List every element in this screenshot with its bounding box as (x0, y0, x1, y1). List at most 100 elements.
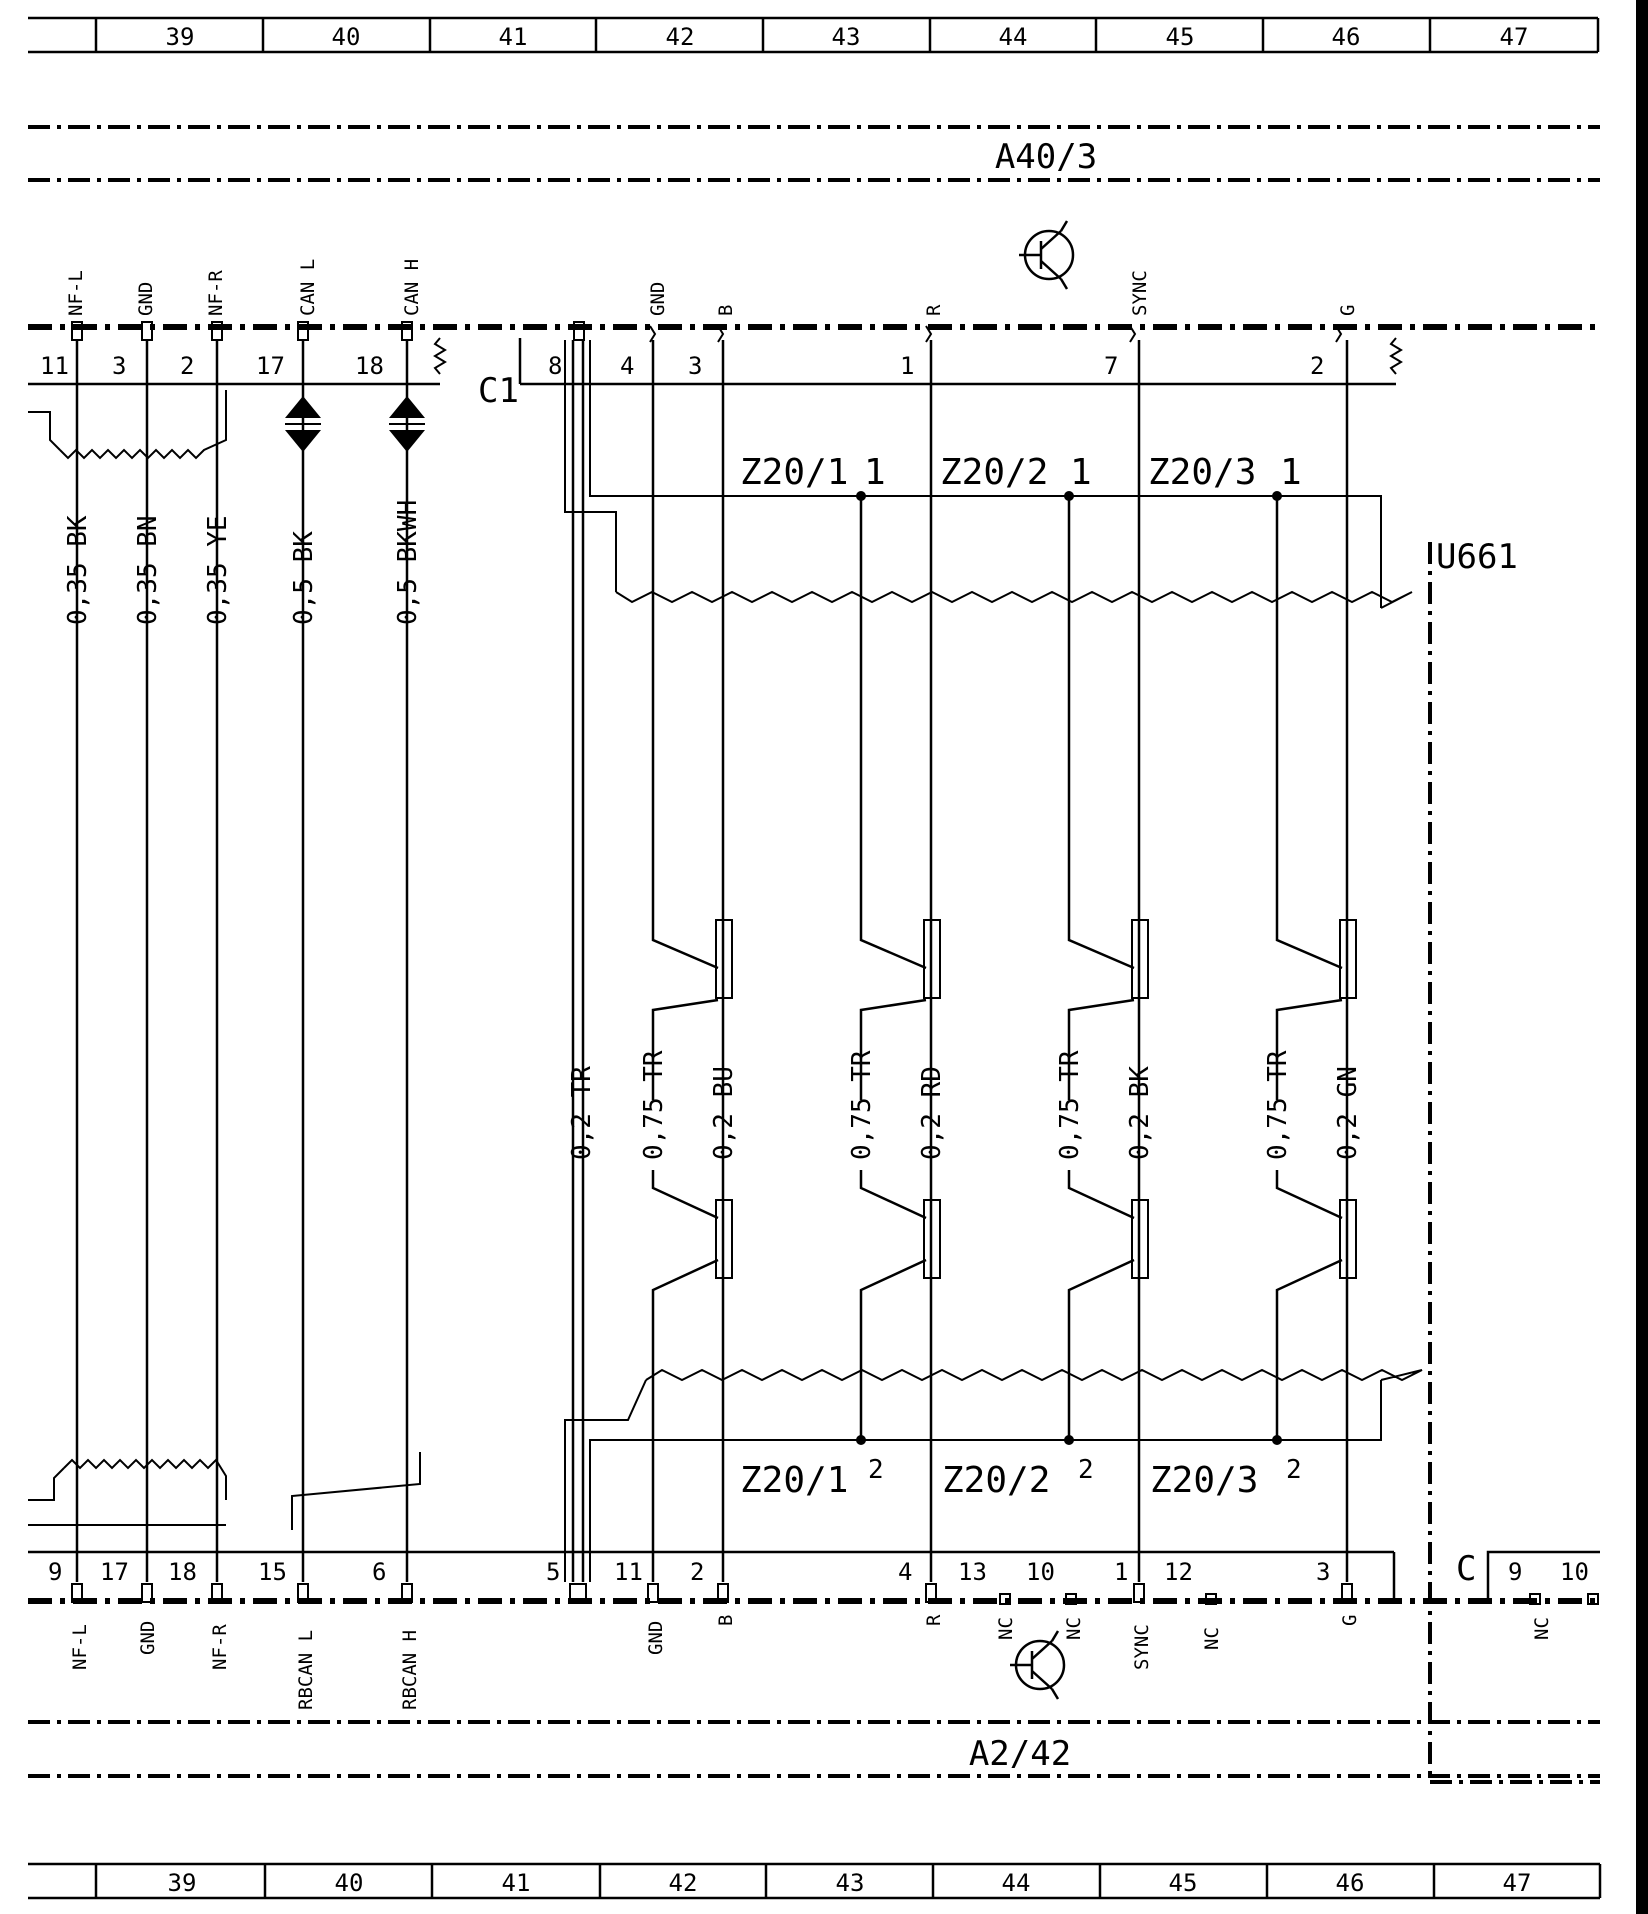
pin-bottom-right: 11 GND (614, 1558, 667, 1655)
pin-number: 1 (900, 352, 914, 380)
pin-top-left: CAN H 18 (355, 259, 423, 380)
splice-label: Z20/3 (1148, 452, 1256, 493)
pin-number: 2 (180, 352, 194, 380)
grid-col-label: 45 (1169, 1869, 1198, 1897)
grid-col-label: 40 (332, 23, 361, 51)
grid-col-label: 44 (1002, 1869, 1031, 1897)
transistor-icon (1019, 220, 1075, 290)
pin-number: 18 (355, 352, 384, 380)
pin-top-right: B 3 (688, 305, 737, 380)
pin-signal: NC (1531, 1617, 1553, 1640)
pin-number: 7 (1104, 352, 1118, 380)
pin-top-right: G 2 (1310, 305, 1359, 380)
pin-bottom-far: 10 (1560, 1558, 1599, 1605)
pin-number: 18 (168, 1558, 197, 1586)
pin-number: 6 (372, 1558, 386, 1586)
pin-signal: NF-R (205, 270, 227, 316)
splice-pin: 1 (864, 452, 886, 493)
pin-number: 9 (48, 1558, 62, 1586)
splice-pin: 2 (1078, 1455, 1094, 1485)
grid-col-label: 47 (1503, 1869, 1532, 1897)
pin-signal: GND (645, 1621, 667, 1655)
pin-signal: GND (135, 282, 157, 316)
wire-label: 0,75 TR (847, 1050, 877, 1160)
twisted-pair-icon (389, 396, 425, 452)
pin-signal: CAN L (297, 259, 319, 316)
pin-signal: R (923, 304, 945, 316)
grid-col-label: 42 (666, 23, 695, 51)
module-label-right: U661 (1436, 537, 1518, 577)
connector-c: C (1456, 1549, 1600, 1600)
pin-signal: NC (1063, 1617, 1085, 1640)
wire-label: 0,5 BKWH (393, 500, 423, 625)
pin-top-right: 8 (548, 321, 585, 380)
pin-signal: B (715, 305, 737, 316)
pin-number: 1 (1114, 1558, 1128, 1586)
pin-top-right: GND 4 (620, 282, 669, 380)
grid-col-label: 39 (166, 23, 195, 51)
splice-label: Z20/1 (740, 1460, 848, 1501)
pin-signal: R (923, 1614, 945, 1626)
pin-signal: GND (137, 1621, 159, 1655)
module-label-bottom: A2/42 (969, 1734, 1071, 1774)
pin-number: 3 (112, 352, 126, 380)
pin-number: 4 (898, 1558, 912, 1586)
grid-col-label: 46 (1332, 23, 1361, 51)
pin-top-left: NF-L 11 (40, 270, 87, 380)
pin-bottom-right: 1 SYNC (1114, 1558, 1153, 1670)
pin-signal: SYNC (1131, 1624, 1153, 1670)
pin-bottom-left: 18 NF-R (168, 1558, 231, 1670)
connector-c1: C1 (478, 337, 1403, 411)
left-wire-bundle: 0,35 BK 0,35 BN 0,35 YE 0,5 BK 0,5 BKWH (28, 340, 425, 1582)
wire-label: 0,2 BK (1125, 1066, 1155, 1160)
grid-col-label: 43 (832, 23, 861, 51)
wire-label: 0,2 BU (709, 1066, 739, 1160)
splice-label: Z20/2 (942, 1460, 1050, 1501)
pin-number: 3 (1316, 1558, 1330, 1586)
page-border (1636, 0, 1648, 1914)
grid-bottom: 39 40 41 42 43 44 45 46 47 (28, 1862, 1602, 1900)
pin-bottom-left: 15 RBCAN L (258, 1558, 317, 1710)
splice-label: Z20/2 (940, 452, 1048, 493)
module-a40-3: A40/3 (28, 125, 1600, 330)
splice-pin: 1 (1280, 452, 1302, 493)
pin-number: 5 (546, 1558, 560, 1586)
pin-signal: G (1339, 1615, 1361, 1626)
wire-label: 0,75 TR (639, 1050, 669, 1160)
pin-number: 17 (100, 1558, 129, 1586)
pin-number: 4 (620, 352, 634, 380)
pin-number: 12 (1164, 1558, 1193, 1586)
wire-label: 0,75 TR (1263, 1050, 1293, 1160)
pin-bottom-right: 12 NC (1164, 1558, 1223, 1650)
wire-label: 0,5 BK (289, 531, 319, 625)
pin-number: 9 (1508, 1558, 1522, 1586)
pin-number: 11 (40, 352, 69, 380)
pin-number: 3 (688, 352, 702, 380)
pin-signal: NF-L (69, 1624, 91, 1670)
grid-col-label: 42 (669, 1869, 698, 1897)
pin-top-left: NF-R 2 (180, 270, 227, 380)
grid-col-label: 41 (502, 1869, 531, 1897)
pin-bottom-right: 5 (546, 1558, 587, 1603)
pin-number: 13 (958, 1558, 987, 1586)
transistor-icon (1010, 1630, 1066, 1700)
pin-number: 10 (1026, 1558, 1055, 1586)
pin-signal: NF-R (209, 1624, 231, 1670)
pin-number: 8 (548, 352, 562, 380)
grid-col-label: 46 (1336, 1869, 1365, 1897)
pin-number: 10 (1560, 1558, 1589, 1586)
pin-top-left: GND 3 (112, 282, 157, 380)
pin-number: 2 (1310, 352, 1324, 380)
shielded-cable-bundle: 0,2 TR 0,75 TR 0,2 BU 0,75 TR 0,2 RD 0,7… (564, 340, 1423, 1582)
pin-bottom-right: 4 R (898, 1558, 945, 1626)
pin-number: 2 (690, 1558, 704, 1586)
pin-signal: CAN H (401, 259, 423, 316)
wire-label: 0,2 TR (567, 1066, 597, 1160)
pin-top-left: CAN L 17 (256, 259, 319, 380)
grid-col-label: 41 (499, 23, 528, 51)
grid-col-label: 39 (168, 1869, 197, 1897)
pin-bottom-left: 17 GND (100, 1558, 159, 1655)
splice-pin: 2 (1286, 1455, 1302, 1485)
module-a2-42: A2/42 (28, 1598, 1600, 1778)
pin-signal: RBCAN L (295, 1630, 317, 1710)
